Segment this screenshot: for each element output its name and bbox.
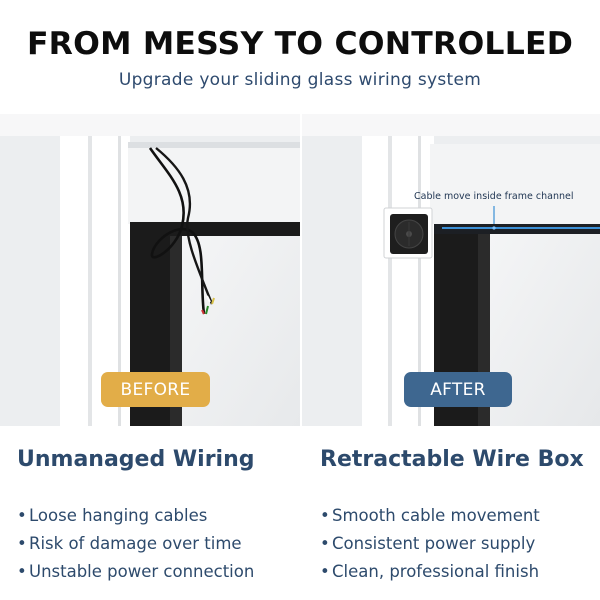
subheadline: Upgrade your sliding glass wiring system <box>118 70 482 90</box>
headline: FROM MESSY TO CONTROLLED <box>26 26 574 62</box>
bullet-icon: • <box>320 534 330 553</box>
bullet-icon: • <box>320 506 330 525</box>
list-item-text: Loose hanging cables <box>29 506 208 525</box>
after-title: Retractable Wire Box <box>320 447 584 472</box>
list-item-text: Smooth cable movement <box>332 506 540 525</box>
callout-label: Cable move inside frame channel <box>414 191 574 202</box>
bullet-icon: • <box>320 562 330 581</box>
list-item: •Consistent power supply <box>320 533 540 561</box>
bullet-icon: • <box>17 562 27 581</box>
before-photo <box>0 114 300 426</box>
list-item: •Smooth cable movement <box>320 505 540 533</box>
list-item-text: Unstable power connection <box>29 562 255 581</box>
list-item-text: Clean, professional finish <box>332 562 540 581</box>
list-item: •Loose hanging cables <box>17 505 254 533</box>
list-item: •Clean, professional finish <box>320 561 540 589</box>
bullet-icon: • <box>17 506 27 525</box>
after-points-list: •Smooth cable movement •Consistent power… <box>320 505 540 589</box>
before-points-list: •Loose hanging cables •Risk of damage ov… <box>17 505 254 589</box>
before-badge: BEFORE <box>101 372 210 407</box>
list-item-text: Consistent power supply <box>332 534 536 553</box>
list-item: •Risk of damage over time <box>17 533 254 561</box>
list-item-text: Risk of damage over time <box>29 534 242 553</box>
bullet-icon: • <box>17 534 27 553</box>
before-title: Unmanaged Wiring <box>17 447 255 472</box>
after-badge: AFTER <box>404 372 512 407</box>
list-item: •Unstable power connection <box>17 561 254 589</box>
